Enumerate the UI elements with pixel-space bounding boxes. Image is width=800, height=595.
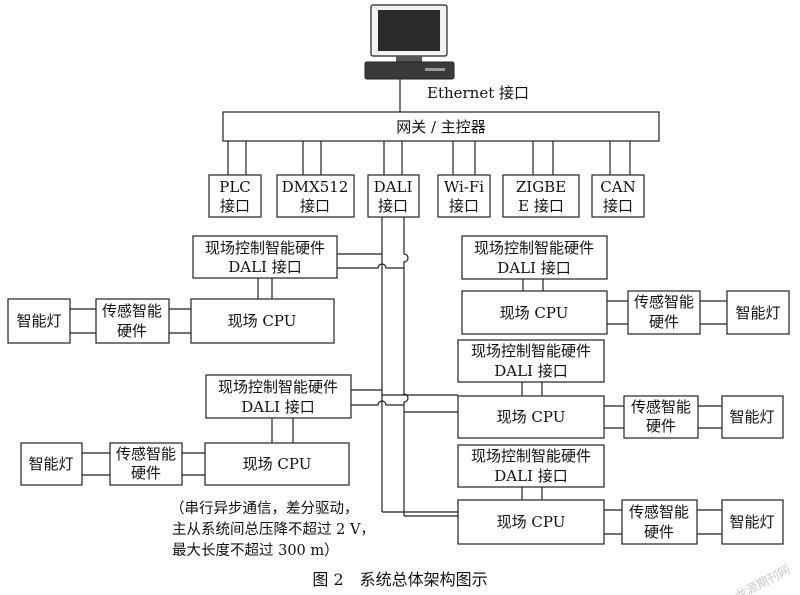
svg-text:E 接口: E 接口	[518, 197, 564, 215]
svg-text:PLC: PLC	[219, 178, 251, 196]
svg-text:现场控制智能硬件: 现场控制智能硬件	[205, 239, 325, 257]
svg-text:传感智能: 传感智能	[116, 445, 176, 463]
sensor-hardware	[621, 499, 698, 545]
smart-lamp	[7, 298, 71, 344]
gateway-label: 网关 / 主控器	[396, 118, 486, 136]
svg-text:现场控制智能硬件: 现场控制智能硬件	[471, 342, 591, 360]
field-cpu	[204, 442, 350, 486]
left-node-2: 现场控制智能硬件 DALI 接口 现场 CPU 传感智能 硬件 智能灯	[20, 374, 352, 486]
svg-text:现场 CPU: 现场 CPU	[228, 312, 297, 330]
smart-lamp	[20, 442, 83, 486]
svg-text:DALI 接口: DALI 接口	[228, 258, 302, 276]
smart-lamp	[721, 499, 784, 545]
right-node-b: 现场控制智能硬件 DALI 接口 现场 CPU 传感智能 硬件 智能灯	[457, 339, 784, 439]
svg-text:DALI 接口: DALI 接口	[494, 362, 568, 380]
svg-text:智能灯: 智能灯	[729, 408, 774, 426]
svg-text:传感智能: 传感智能	[634, 293, 694, 311]
svg-text:最大长度不超过 300 m）: 最大长度不超过 300 m）	[172, 542, 339, 559]
svg-text:DALI 接口: DALI 接口	[241, 398, 315, 416]
figure-caption: 图 2 系统总体架构图示	[312, 570, 487, 589]
interface-plc: PLC 接口	[208, 174, 262, 218]
sensor-hardware	[623, 395, 699, 439]
svg-text:接口: 接口	[603, 197, 633, 215]
svg-text:智能灯: 智能灯	[16, 312, 61, 330]
svg-text:现场控制智能硬件: 现场控制智能硬件	[218, 378, 338, 396]
svg-text:现场 CPU: 现场 CPU	[497, 408, 566, 426]
svg-text:DALI 接口: DALI 接口	[497, 259, 571, 277]
svg-text:智能灯: 智能灯	[28, 455, 73, 473]
sensor-hardware	[627, 290, 701, 335]
sensor-hardware	[95, 298, 170, 344]
interface-zigbee: ZIGBE E 接口	[502, 174, 580, 218]
svg-text:智能灯: 智能灯	[735, 304, 780, 322]
svg-text:（串行异步通信，差分驱动，: （串行异步通信，差分驱动，	[170, 500, 359, 517]
svg-text:硬件: 硬件	[117, 322, 147, 340]
ethernet-label: Ethernet 接口	[427, 84, 529, 102]
smart-lamp	[726, 290, 790, 335]
interface-wifi: Wi-Fi 接口	[437, 174, 491, 218]
field-control-hardware	[461, 235, 608, 280]
svg-text:现场控制智能硬件: 现场控制智能硬件	[471, 447, 591, 465]
computer-icon	[364, 4, 455, 80]
svg-text:硬件: 硬件	[131, 464, 161, 482]
dali-bus	[337, 217, 458, 517]
svg-text:接口: 接口	[378, 197, 408, 215]
svg-text:接口: 接口	[449, 197, 479, 215]
svg-text:智能灯: 智能灯	[729, 513, 774, 531]
field-cpu	[190, 298, 335, 344]
svg-text:CAN: CAN	[600, 178, 635, 196]
field-control-hardware	[457, 444, 605, 488]
svg-text:DALI 接口: DALI 接口	[494, 467, 568, 485]
right-node-c: 现场控制智能硬件 DALI 接口 现场 CPU 传感智能 硬件 智能灯	[457, 444, 784, 545]
svg-text:传感智能: 传感智能	[629, 503, 689, 521]
field-control-hardware	[192, 235, 338, 279]
svg-text:现场 CPU: 现场 CPU	[500, 304, 569, 322]
svg-text:ZIGBE: ZIGBE	[516, 178, 566, 196]
svg-text:硬件: 硬件	[646, 417, 676, 435]
field-control-hardware	[457, 339, 605, 383]
interface-can: CAN 接口	[591, 174, 645, 218]
field-cpu	[457, 395, 605, 439]
gateway-box	[222, 111, 660, 142]
svg-text:DMX512: DMX512	[282, 178, 349, 196]
watermark: 龙源期刊网	[733, 563, 793, 595]
svg-text:传感智能: 传感智能	[102, 302, 162, 320]
svg-text:硬件: 硬件	[644, 523, 674, 541]
svg-text:接口: 接口	[300, 197, 330, 215]
smart-lamp	[721, 395, 784, 439]
svg-text:硬件: 硬件	[649, 313, 679, 331]
sensor-hardware	[109, 442, 183, 486]
svg-text:现场控制智能硬件: 现场控制智能硬件	[474, 239, 594, 257]
svg-text:现场 CPU: 现场 CPU	[497, 513, 566, 531]
field-control-hardware	[205, 374, 352, 419]
interface-dali: DALI 接口	[367, 174, 420, 218]
interface-dmx512: DMX512 接口	[276, 174, 355, 218]
svg-text:DALI: DALI	[374, 178, 413, 196]
right-node-a: 现场控制智能硬件 DALI 接口 现场 CPU 传感智能 硬件 智能灯	[461, 235, 790, 335]
svg-text:传感智能: 传感智能	[631, 398, 691, 416]
gateway-interface-connectors	[227, 141, 631, 175]
svg-text:接口: 接口	[220, 197, 250, 215]
field-cpu	[461, 290, 608, 335]
dali-bus-note: （串行异步通信，差分驱动， 主从系统间总压降不超过 2 V， 最大长度不超过 3…	[170, 500, 375, 559]
svg-text:Wi-Fi: Wi-Fi	[444, 178, 484, 196]
field-cpu	[457, 499, 605, 545]
left-node-1: 现场控制智能硬件 DALI 接口 现场 CPU 传感智能 硬件 智能灯	[7, 235, 338, 344]
svg-text:现场 CPU: 现场 CPU	[243, 455, 312, 473]
svg-text:主从系统间总压降不超过 2 V，: 主从系统间总压降不超过 2 V，	[172, 521, 375, 538]
